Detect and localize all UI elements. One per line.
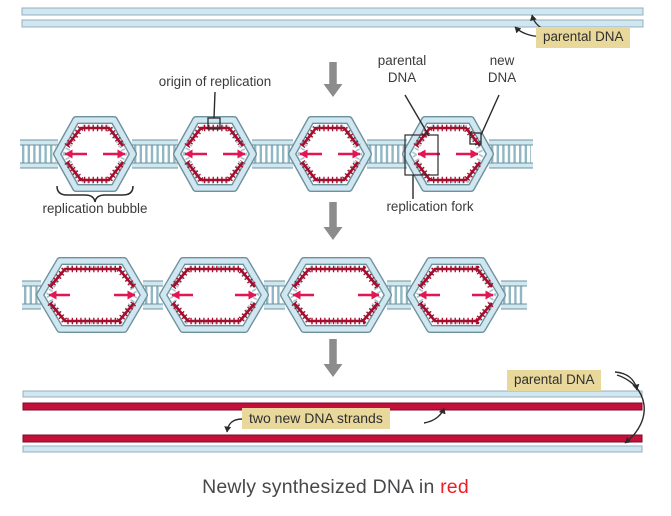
replication-bubble [289, 117, 371, 191]
parental-strand-bar [21, 7, 644, 16]
replication-bubble [281, 258, 391, 332]
new-dna-strand [293, 267, 379, 288]
origin-annotation-square [207, 117, 221, 130]
down-arrow-icon [323, 202, 343, 240]
leader-line [404, 94, 430, 137]
curved-arrow [616, 374, 645, 444]
label-replication-bubble: replication bubble [42, 201, 148, 216]
parental-strand-bar [22, 390, 643, 398]
replication-fork-box [404, 134, 439, 176]
new-dna-strand [419, 302, 493, 323]
down-arrow-icon [323, 62, 343, 97]
down-arrow-icon [323, 339, 343, 377]
new-dna-annotation-square [469, 132, 482, 145]
new-dna-teeth [417, 300, 495, 325]
daughter-strand-red-bar [22, 434, 643, 443]
leader-line [213, 91, 216, 119]
label-parental-dna-mid-line2: DNA [387, 70, 417, 85]
new-dna-strand [49, 302, 135, 323]
label-parental-dna-mid-line1: parental [377, 53, 427, 68]
label-parental-dna-top: parental DNA [536, 27, 631, 48]
new-dna-strand [414, 161, 482, 182]
replication-bubble [54, 117, 136, 191]
bubble-teeth [415, 265, 497, 325]
new-dna-strand [65, 126, 125, 147]
label-new-dna-line1: new [489, 53, 515, 68]
new-dna-strand [293, 302, 379, 323]
new-dna-strand [185, 126, 245, 147]
curved-arrow [224, 418, 243, 433]
replication-bubble [403, 117, 493, 191]
new-dna-strand [185, 161, 245, 182]
parental-strand-bar [21, 19, 644, 28]
label-replication-fork: replication fork [386, 199, 474, 214]
label-two-new-dna-strands: two new DNA strands [242, 408, 390, 429]
caption-text: Newly synthesized DNA in [202, 476, 441, 498]
new-dna-strand [49, 267, 135, 288]
label-parental-dna-mid: parental DNA [362, 52, 442, 86]
label-parental-dna-bottom: parental DNA [507, 370, 602, 391]
replication-bubble [37, 258, 147, 332]
new-dna-teeth [417, 265, 495, 290]
new-dna-strand [172, 302, 256, 323]
leader-line [480, 94, 500, 136]
new-dna-strand [419, 267, 493, 288]
replication-bubble-brace [56, 185, 134, 203]
replication-bubble [160, 258, 268, 332]
caption-highlight-red: red [440, 476, 469, 498]
curved-arrow [423, 407, 446, 424]
replication-bubble [174, 117, 256, 191]
bubble-teeth [168, 265, 260, 325]
label-origin-of-replication: origin of replication [158, 74, 272, 89]
new-dna-strand [414, 126, 482, 147]
new-dna-strand [172, 267, 256, 288]
bubble-teeth [411, 124, 485, 184]
new-dna-strand [65, 161, 125, 182]
new-dna-strand [300, 161, 360, 182]
parental-strand-bar [22, 445, 643, 453]
label-new-dna-line2: DNA [487, 70, 517, 85]
label-new-dna: new DNA [462, 52, 542, 86]
replication-bubble [407, 258, 505, 332]
figure-caption: Newly synthesized DNA in red [0, 476, 671, 499]
new-dna-strand [300, 126, 360, 147]
